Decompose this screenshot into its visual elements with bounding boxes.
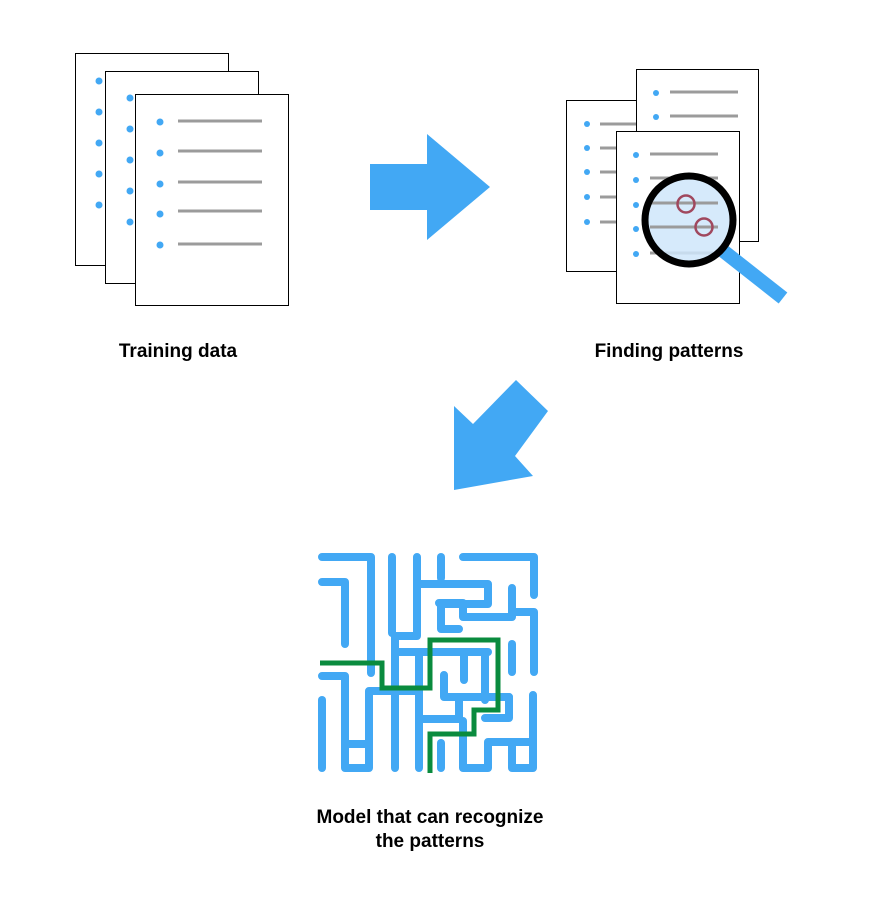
model-label-line-2: the patterns <box>375 831 485 852</box>
document-stack-icon <box>75 53 289 306</box>
model-label: Model that can recognize the patterns <box>280 806 580 854</box>
maze-icon <box>318 553 538 772</box>
maze-solution-path <box>320 637 501 773</box>
arrow-down-left-icon <box>454 380 548 490</box>
document-search-icon <box>566 69 788 304</box>
finding-patterns-label: Finding patterns <box>594 341 744 362</box>
magnifying-glass-icon <box>641 172 788 304</box>
pattern-highlight-2 <box>694 217 714 237</box>
training-data-label: Training data <box>118 341 238 362</box>
document-front <box>135 94 289 306</box>
pattern-highlight-1 <box>676 194 696 214</box>
model-label-line-1: Model that can recognize <box>316 807 544 828</box>
arrow-right-icon <box>370 134 490 240</box>
